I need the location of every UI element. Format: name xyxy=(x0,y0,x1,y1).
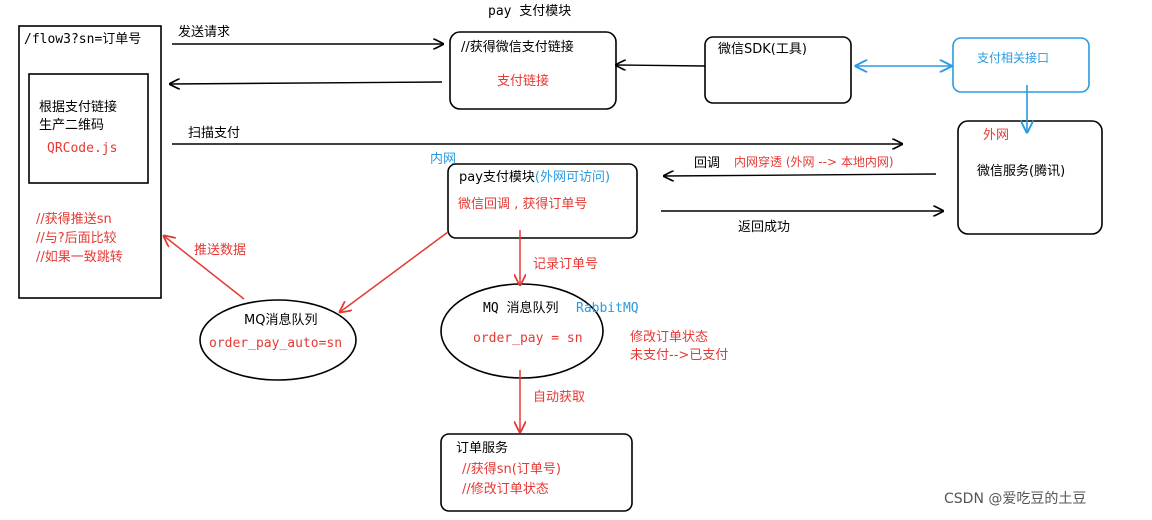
pay-sdk-link xyxy=(616,65,706,66)
client-page-box xyxy=(18,25,162,299)
qr-generator-box xyxy=(28,73,149,184)
send-request-label: 发送请求 xyxy=(178,25,231,40)
record-order-label: 记录订单号 xyxy=(533,257,599,272)
order-service-title: 订单服务 xyxy=(456,441,509,456)
auto-fetch-label: 自动获取 xyxy=(533,390,586,405)
wechat-sdk-label: 微信SDK(工具) xyxy=(718,42,807,57)
pay-callback-module-box xyxy=(447,163,638,239)
qr-box-line1: 根据支付链接 xyxy=(39,100,118,115)
nat-tunnel-label: 内网穿透 (外网 --> 本地内网) xyxy=(734,155,894,169)
mq-auto-key: order_pay_auto=sn xyxy=(209,336,343,351)
order-service-box xyxy=(440,433,633,512)
order-service-line1: //获得sn(订单号) xyxy=(462,462,561,477)
change-status-line2: 未支付-->已支付 xyxy=(630,348,729,363)
return-success-label: 返回成功 xyxy=(738,220,791,235)
callback-label: 回调 xyxy=(694,156,721,171)
csdn-watermark: CSDN @爱吃豆的土豆 xyxy=(944,491,1087,507)
order-service-line2: //修改订单状态 xyxy=(462,482,549,497)
callback-to-mq-auto-arrow xyxy=(340,231,449,312)
wechat-sdk-box xyxy=(704,36,852,104)
pay-module-output: 支付链接 xyxy=(497,74,550,89)
return-link-arrow xyxy=(170,82,443,84)
push-data-arrow xyxy=(164,236,245,300)
pay-api-box xyxy=(952,37,1090,93)
pay-callback-module-label: pay支付模块(外网可访问) xyxy=(459,170,611,185)
wechat-service-label: 微信服务(腾讯) xyxy=(977,164,1066,179)
external-net-tag: 外网 xyxy=(983,128,1010,143)
scan-pay-label: 扫描支付 xyxy=(188,126,241,141)
client-url: /flow3?sn=订单号 xyxy=(24,32,142,47)
push-data-label: 推送数据 xyxy=(194,243,247,258)
wechat-callback-text: 微信回调 , 获得订单号 xyxy=(458,197,588,212)
mq-auto-ellipse xyxy=(199,299,357,381)
client-note-1: //获得推送sn xyxy=(36,212,112,227)
pay-module-comment: //获得微信支付链接 xyxy=(461,40,574,55)
qr-box-line2: 生产二维码 xyxy=(39,118,105,133)
change-status-line1: 修改订单状态 xyxy=(630,330,709,345)
qr-lib-label: QRCode.js xyxy=(47,141,118,156)
mq-rabbit-key: order_pay = sn xyxy=(473,331,583,346)
mq-auto-label: MQ消息队列 xyxy=(244,313,318,328)
client-note-3: //如果一致跳转 xyxy=(36,250,123,265)
pay-module-heading: pay 支付模块 xyxy=(488,4,572,19)
pay-api-label: 支付相关接口 xyxy=(977,51,1050,65)
mq-rabbit-tech: RabbitMQ xyxy=(576,301,639,316)
client-note-2: //与?后面比较 xyxy=(36,231,117,246)
callback-arrow xyxy=(664,174,937,176)
mq-rabbit-label: MQ 消息队列 xyxy=(483,301,559,316)
intranet-tag: 内网 xyxy=(430,152,457,167)
